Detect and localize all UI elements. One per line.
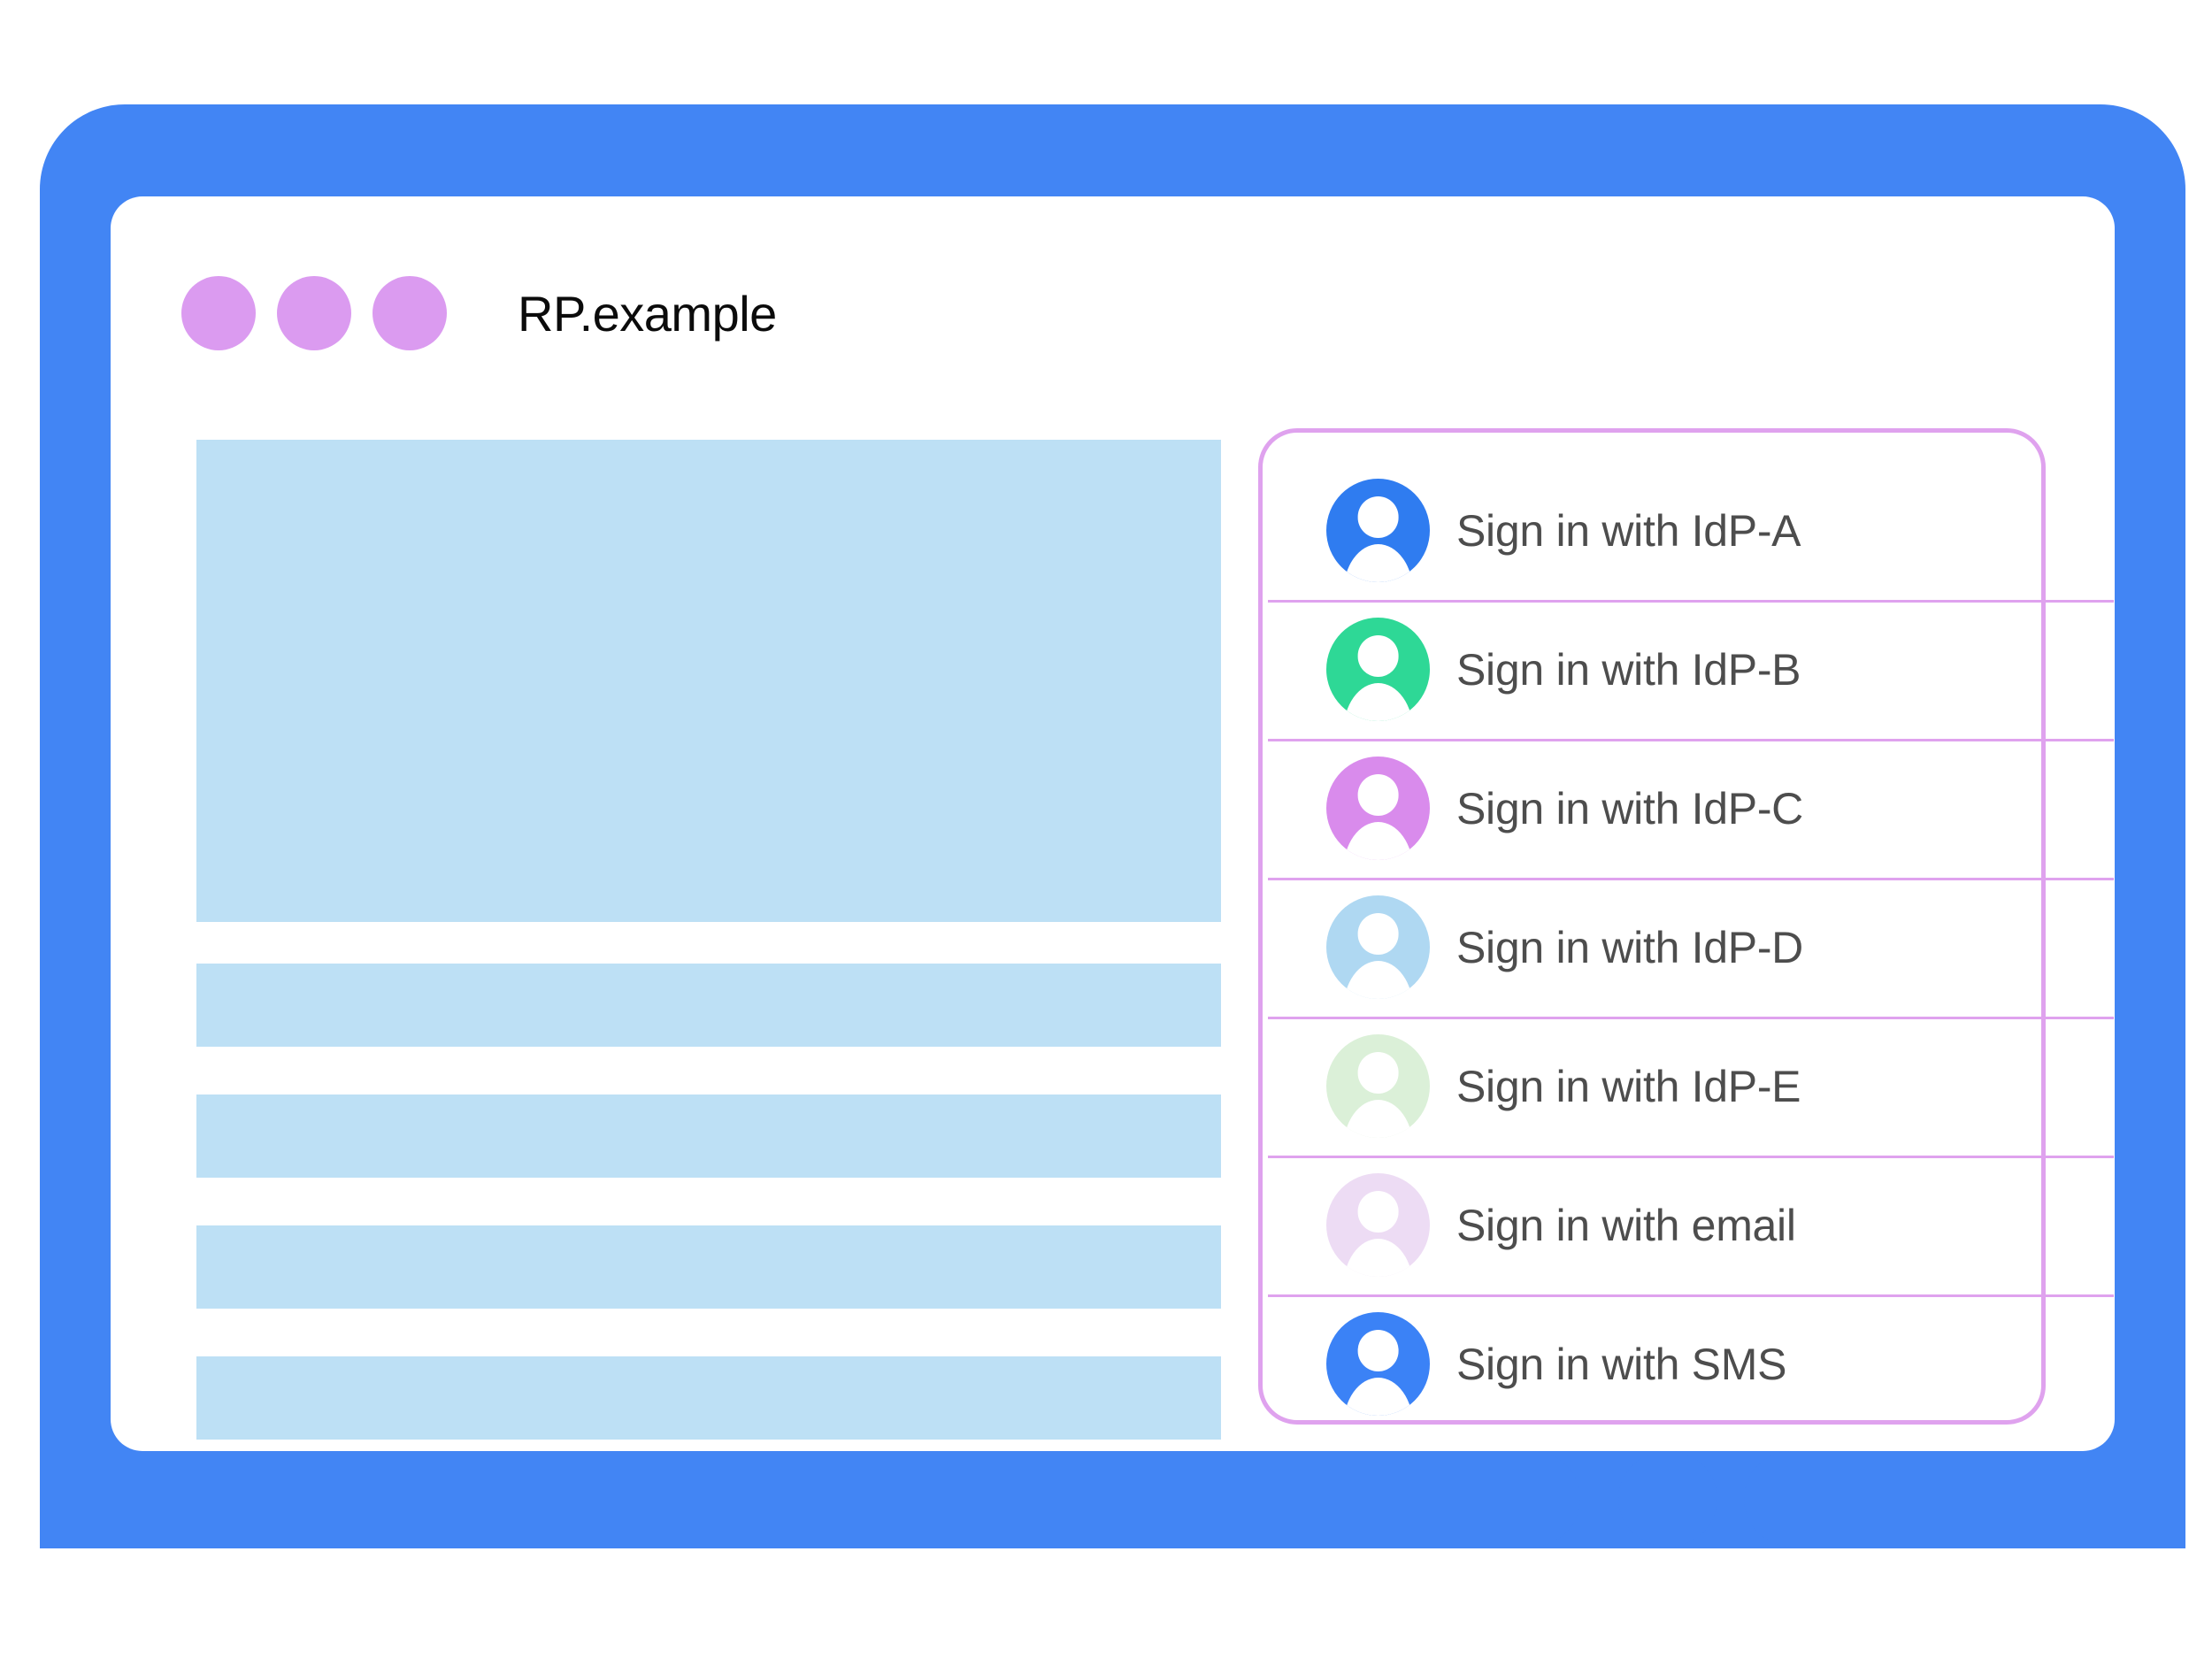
signin-option-sms[interactable]: Sign in with SMS	[1268, 1294, 2114, 1433]
signin-option-label: Sign in with IdP-D	[1456, 922, 1803, 972]
avatar-icon	[1326, 479, 1430, 582]
avatar-icon	[1326, 1312, 1430, 1416]
page-title: RP.example	[518, 285, 777, 342]
signin-option-label: Sign in with IdP-C	[1456, 783, 1803, 833]
signin-option-label: Sign in with IdP-E	[1456, 1061, 1801, 1111]
signin-option-idp-e[interactable]: Sign in with IdP-E	[1268, 1017, 2114, 1156]
avatar-icon	[1326, 618, 1430, 721]
signin-option-idp-d[interactable]: Sign in with IdP-D	[1268, 878, 2114, 1017]
signin-option-label: Sign in with IdP-A	[1456, 505, 1801, 556]
bottom-bezel-right	[1744, 1451, 2185, 1547]
signin-option-label: Sign in with email	[1456, 1200, 1796, 1250]
avatar-head-shape	[1357, 774, 1399, 817]
avatar-body-shape	[1342, 1377, 1414, 1416]
home-button[interactable]	[1618, 1451, 1717, 1547]
hero-placeholder	[196, 440, 1221, 922]
signin-option-idp-a[interactable]: Sign in with IdP-A	[1326, 461, 2114, 600]
avatar-icon	[1326, 757, 1430, 860]
avatar-body-shape	[1342, 821, 1414, 860]
avatar-icon	[1326, 1173, 1430, 1277]
avatar-body-shape	[1342, 960, 1414, 999]
avatar-head-shape	[1357, 635, 1399, 678]
signin-option-label: Sign in with SMS	[1456, 1339, 1787, 1389]
avatar-icon	[1326, 895, 1430, 999]
avatar-head-shape	[1357, 1052, 1399, 1094]
signin-option-idp-b[interactable]: Sign in with IdP-B	[1268, 600, 2114, 739]
text-line-placeholder-3	[196, 1225, 1221, 1309]
avatar-head-shape	[1357, 496, 1399, 539]
text-line-placeholder-1	[196, 964, 1221, 1047]
titlebar-dot-1[interactable]	[181, 276, 256, 350]
avatar-head-shape	[1357, 1191, 1399, 1233]
avatar-icon	[1326, 1034, 1430, 1138]
bottom-bezel-left	[40, 1451, 1580, 1547]
avatar-head-shape	[1357, 913, 1399, 956]
signin-option-label: Sign in with IdP-B	[1456, 644, 1801, 695]
signin-option-email[interactable]: Sign in with email	[1268, 1156, 2114, 1294]
avatar-head-shape	[1357, 1330, 1399, 1372]
signin-option-list: Sign in with IdP-A Sign in with IdP-B Sign…	[1268, 461, 2114, 1433]
page-content-placeholders	[196, 440, 1221, 1440]
text-line-placeholder-4	[196, 1356, 1221, 1440]
avatar-body-shape	[1342, 682, 1414, 721]
avatar-body-shape	[1342, 1099, 1414, 1138]
signin-option-idp-c[interactable]: Sign in with IdP-C	[1268, 739, 2114, 878]
avatar-body-shape	[1342, 543, 1414, 582]
window-titlebar: RP.example	[181, 271, 777, 356]
titlebar-dot-2[interactable]	[277, 276, 351, 350]
avatar-body-shape	[1342, 1238, 1414, 1277]
titlebar-dot-3[interactable]	[373, 276, 447, 350]
text-line-placeholder-2	[196, 1094, 1221, 1178]
account-chooser-card: Sign in with IdP-A Sign in with IdP-B Sign…	[1258, 428, 2114, 1425]
